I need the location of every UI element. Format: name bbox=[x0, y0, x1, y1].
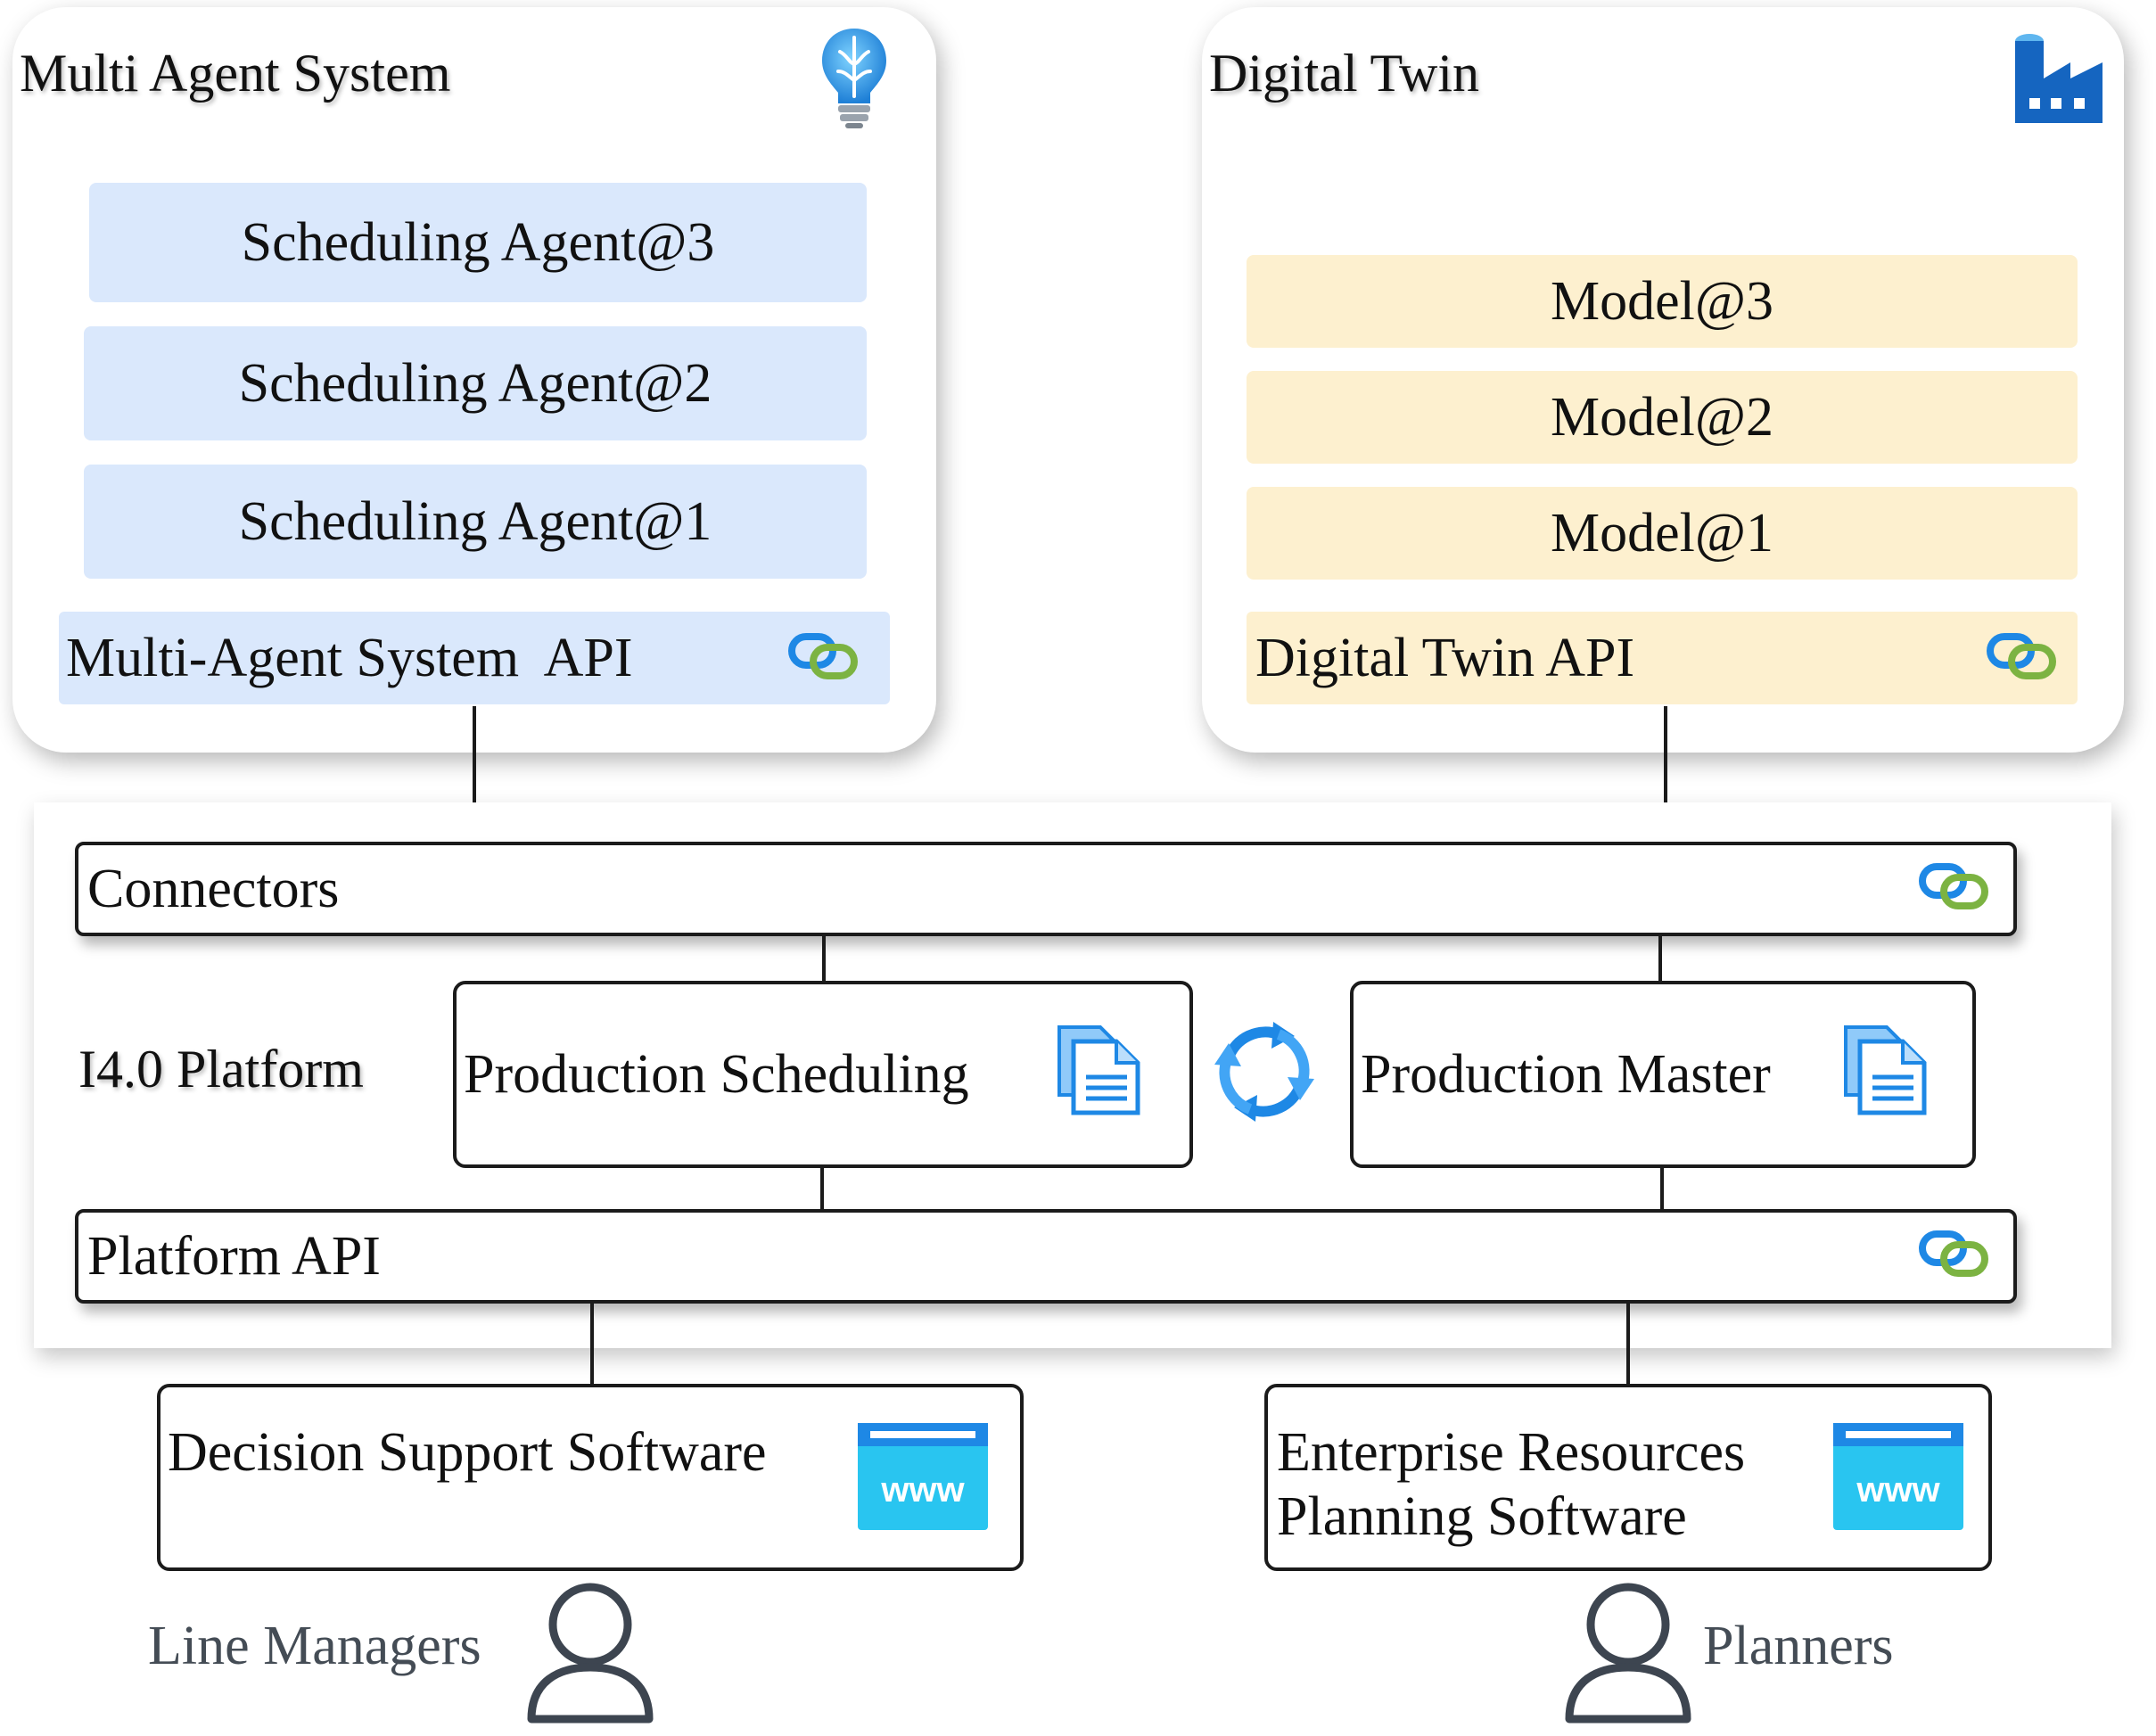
model-2: Model@2 bbox=[1247, 371, 2078, 464]
www-icon: www bbox=[858, 1423, 988, 1530]
dss-label: Decision Support Software bbox=[168, 1422, 767, 1483]
www-icon: www bbox=[1833, 1423, 1963, 1530]
link-icon bbox=[1919, 1227, 1990, 1280]
platform-label: I4.0 Platform bbox=[78, 1040, 364, 1098]
www-icon-label: www bbox=[1856, 1470, 1940, 1510]
connectors-label: Connectors bbox=[87, 858, 340, 919]
www-icon-label: www bbox=[880, 1470, 965, 1510]
user-icon bbox=[526, 1582, 654, 1724]
platform-api-bar: Platform API bbox=[75, 1209, 2017, 1304]
document-icon bbox=[1842, 1024, 1931, 1116]
dt-api-box: Digital Twin API bbox=[1247, 612, 2078, 704]
document-icon bbox=[1056, 1024, 1145, 1116]
lightbulb-brain-icon bbox=[819, 25, 890, 130]
user-icon bbox=[1564, 1582, 1692, 1724]
connectors-bar: Connectors bbox=[75, 842, 2017, 936]
api-to-dss-line bbox=[590, 1304, 594, 1386]
planners-label: Planners bbox=[1703, 1616, 1894, 1676]
sync-icon bbox=[1209, 1016, 1320, 1127]
erp-label-line2: Planning Software bbox=[1277, 1486, 1687, 1547]
mas-api-box: Multi-Agent System API bbox=[59, 612, 890, 704]
link-icon bbox=[788, 629, 860, 683]
production-master-label: Production Master bbox=[1361, 1044, 1771, 1105]
dt-connector-line bbox=[1664, 706, 1667, 838]
mas-title: Multi Agent System bbox=[20, 44, 451, 103]
production-scheduling-label: Production Scheduling bbox=[464, 1044, 969, 1105]
mas-api-label: Multi-Agent System API bbox=[66, 627, 633, 688]
line-managers-label: Line Managers bbox=[148, 1616, 481, 1676]
model-3: Model@3 bbox=[1247, 255, 2078, 348]
dt-api-label: Digital Twin API bbox=[1255, 627, 1635, 688]
factory-icon bbox=[2010, 30, 2106, 125]
scheduling-agent-2: Scheduling Agent@2 bbox=[84, 326, 867, 440]
api-to-erp-line bbox=[1626, 1304, 1630, 1386]
link-icon bbox=[1987, 629, 2058, 683]
dt-title: Digital Twin bbox=[1209, 44, 1480, 103]
link-icon bbox=[1919, 860, 1990, 913]
scheduling-agent-1: Scheduling Agent@1 bbox=[84, 465, 867, 579]
master-to-api-line bbox=[1660, 1168, 1664, 1213]
connector-to-master-line bbox=[1658, 936, 1662, 983]
scheduling-agent-3: Scheduling Agent@3 bbox=[89, 183, 867, 302]
mas-connector-line bbox=[473, 706, 476, 838]
erp-label-line1: Enterprise Resources bbox=[1277, 1422, 1746, 1483]
platform-api-label: Platform API bbox=[87, 1225, 381, 1287]
scheduling-to-api-line bbox=[820, 1168, 824, 1213]
connector-to-scheduling-line bbox=[822, 936, 826, 983]
model-1: Model@1 bbox=[1247, 487, 2078, 580]
